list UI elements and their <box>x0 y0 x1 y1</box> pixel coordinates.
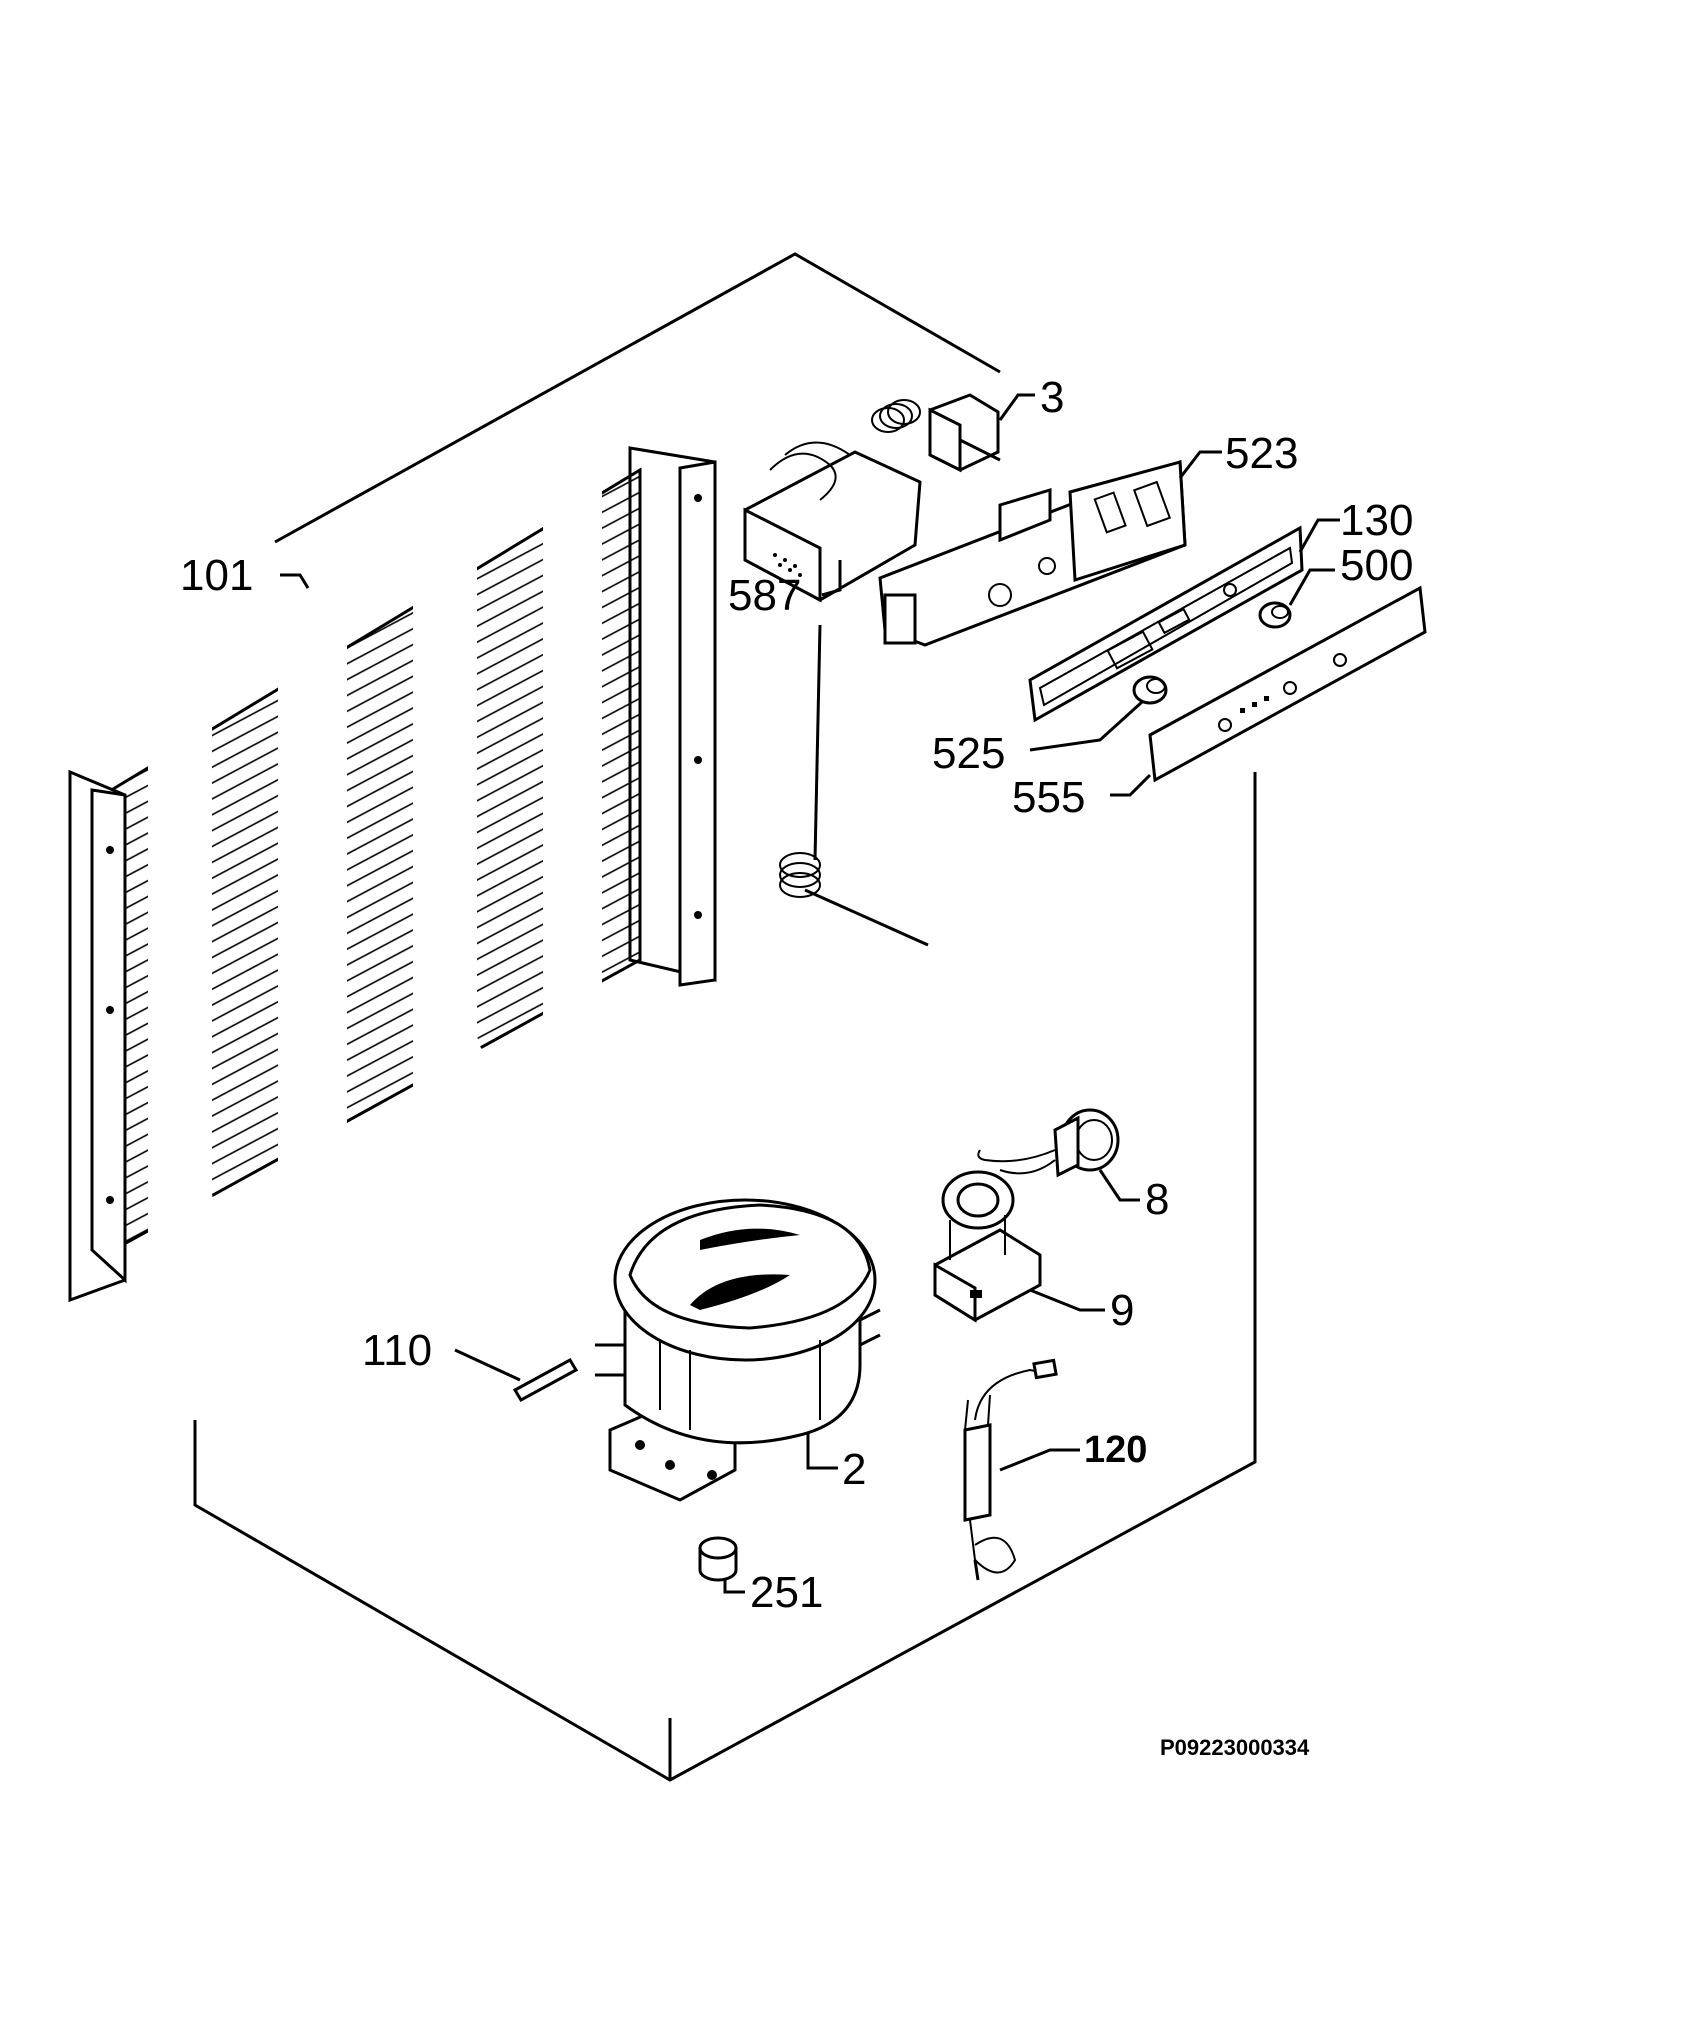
callout-101: 101 <box>180 551 253 600</box>
callout-8: 8 <box>1145 1175 1169 1224</box>
leader-lines <box>280 393 1340 1594</box>
condenser-grid <box>68 443 717 1370</box>
callout-500: 500 <box>1340 541 1413 590</box>
callout-3: 3 <box>1040 373 1064 422</box>
callout-523: 523 <box>1225 429 1298 478</box>
callout-130: 130 <box>1340 496 1413 545</box>
switch-3 <box>928 393 1001 473</box>
nut-251 <box>698 1536 738 1582</box>
callout-110: 110 <box>362 1326 432 1375</box>
callout-251: 251 <box>750 1568 823 1617</box>
compressor-2 <box>595 1198 881 1502</box>
thermostat-587 <box>743 399 929 947</box>
pipe-110 <box>512 1357 579 1403</box>
filter-drier-120 <box>963 1358 1058 1581</box>
drawing-code: P09223000334 <box>1160 1735 1310 1760</box>
strip-555 <box>1148 585 1427 783</box>
panel-130 <box>1028 525 1304 723</box>
callout-120: 120 <box>1084 1429 1147 1471</box>
callout-2: 2 <box>842 1445 866 1494</box>
callout-525: 525 <box>932 729 1005 778</box>
button-525 <box>1132 675 1168 705</box>
callout-587: 587 <box>728 571 801 620</box>
control-housing-523 <box>878 459 1187 647</box>
cabinet-outline <box>193 252 1257 1782</box>
knob-500 <box>1258 601 1292 629</box>
starter-9 <box>933 1170 1042 1323</box>
callout-labels: 3 523 130 500 587 101 525 555 8 9 110 2 … <box>180 373 1413 1617</box>
callout-9: 9 <box>1110 1286 1134 1335</box>
callout-555: 555 <box>1012 773 1085 822</box>
lamp-8 <box>977 1108 1120 1178</box>
